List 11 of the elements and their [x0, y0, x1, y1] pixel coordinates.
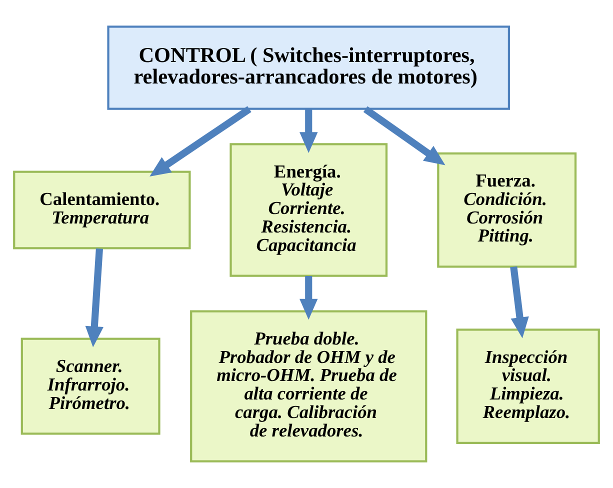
node-box: Prueba doble. Probador de OHM y de micro-OHM. Prueba de alta corriente de carga. Calibración de relevadores. — [190, 310, 428, 462]
arrow — [510, 266, 529, 338]
node-box: Energía. Voltaje Corriente. Resistencia. Capacitancia — [230, 143, 388, 277]
node-box: Fuerza. Condición. Corrosión Pitting. — [437, 152, 577, 268]
node-box: Calentamiento. Temperatura — [13, 170, 191, 250]
node-box: Scanner. Infrarrojo. Pirómetro. — [20, 338, 160, 435]
arrow — [300, 276, 318, 320]
node-box: CONTROL ( Switches-interruptores, relevadores-arrancadores de motores) — [107, 26, 510, 110]
arrow — [300, 109, 318, 153]
arrow — [85, 248, 104, 348]
node-box: Inspección visual. Limpieza. Reemplazo. — [456, 328, 600, 444]
